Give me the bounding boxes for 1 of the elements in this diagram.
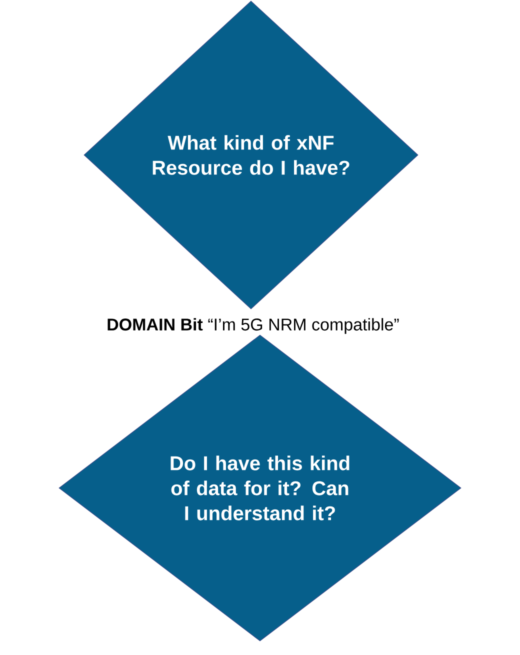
caption-text: DOMAIN Bit “I’m 5G NRM compatible” bbox=[108, 318, 399, 334]
